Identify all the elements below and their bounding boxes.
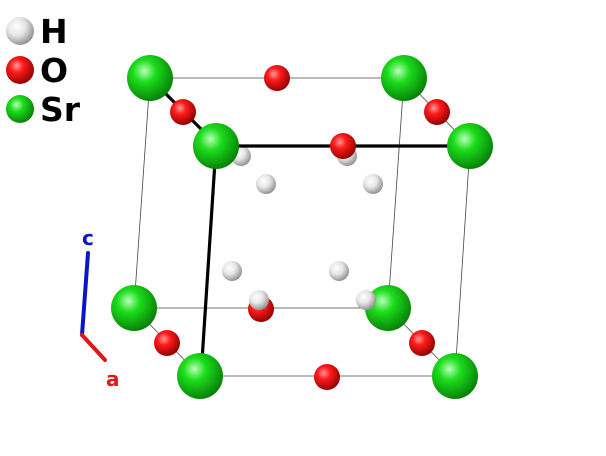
hydrogen-atom [249,290,269,310]
cell-edge [454,145,471,377]
strontium-atom [447,123,493,169]
axis-indicator: c a [80,226,120,391]
hydrogen-atom [329,261,349,281]
oxygen-atom [154,330,180,356]
hydrogen-atom [356,290,376,310]
legend-label-sr: Sr [40,90,81,129]
hydrogen-atom [222,261,242,281]
hydrogen-atom [363,174,383,194]
strontium-atom [365,285,411,331]
back-atoms [111,146,435,356]
oxygen-atom [424,99,450,125]
oxygen-atom [170,99,196,125]
legend-label-o: O [40,51,68,90]
strontium-atom [432,353,478,399]
strontium-atom [177,353,223,399]
top-back-atoms [127,55,450,125]
c-axis-label: c [82,226,94,250]
legend-label-h: H [40,12,68,51]
cell-edge [387,77,405,309]
legend-item-o: O [6,51,68,90]
bond [199,144,218,378]
c-axis-line [80,251,90,337]
a-axis-line [80,333,107,362]
cell-edge [133,77,151,309]
legend: H O Sr [6,12,81,129]
oxygen-atom [409,330,435,356]
hydrogen-atom [256,174,276,194]
oxygen-atom [264,65,290,91]
legend-swatch-h [6,17,34,45]
a-axis-label: a [106,367,120,391]
legend-swatch-o [6,56,34,84]
legend-item-h: H [6,12,68,51]
legend-swatch-sr [6,95,34,123]
legend-item-sr: Sr [6,90,81,129]
front-atoms [177,123,493,399]
strontium-atom [381,55,427,101]
strontium-atom [111,285,157,331]
strontium-atom [193,123,239,169]
oxygen-atom [330,133,356,159]
strontium-atom [127,55,173,101]
oxygen-atom [314,364,340,390]
